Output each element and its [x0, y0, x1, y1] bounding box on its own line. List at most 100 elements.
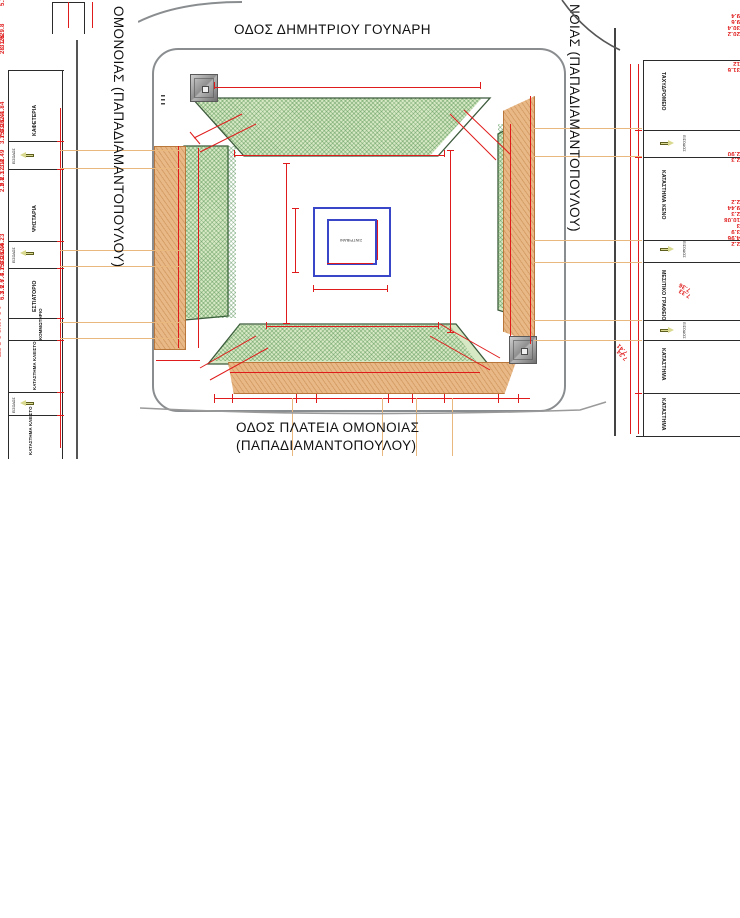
right-entrance-label-5: ΕΙΣΟΔΟΣ	[682, 322, 686, 339]
plaza-dim-right-outer-line	[450, 150, 451, 332]
left-entrance-arrow-7	[20, 400, 34, 407]
paving-bottom-dimline	[214, 398, 530, 399]
green-island-top-border	[190, 97, 492, 157]
right-unit-label-4: ΜΕΣΙΤΙΚΟ ΓΡΑΦΕΙΟ	[660, 270, 666, 321]
left-dim-tick-6	[57, 340, 64, 341]
left-building-top-wall	[8, 70, 64, 72]
right-unit-divider-6	[643, 340, 740, 341]
left-unit-divider-4	[8, 268, 62, 269]
plaza-dim-left-outer-tick-b	[283, 323, 290, 324]
corner-dims-bottom-left	[199, 335, 269, 381]
plaza-dim-left-outer-line	[286, 163, 287, 323]
right-building-bottom-wall	[636, 436, 740, 438]
right-unit-label-7: ΚΑΤΑΣΤΗΜΑ	[660, 398, 666, 431]
left-entrance-label-7: ΕΙΣΟΔΟΣ	[12, 397, 16, 413]
left-building-inner-wall	[62, 70, 64, 459]
plaza-dim-top-outer-tick-l	[214, 82, 215, 89]
right-entrance-label-3: ΕΙΣΟΔΟΣ	[682, 241, 686, 258]
street-name-bottom-line1: ΟΔΟΣ ΠΛΑΤΕΙΑ ΟΜΟΝΟΙΑΣ	[236, 420, 420, 435]
paving-bottom-tick-4	[316, 394, 317, 403]
right-unit-divider-3	[643, 240, 740, 241]
plaza-dim-bottom-inner-tick-l	[266, 322, 267, 329]
left-dim-tick-1	[57, 141, 64, 142]
projection-line-bottom-3	[416, 398, 417, 456]
street-name-left: ΟΜΟΝΟΙΑΣ (ΠΑΠΑΔΙΑΜΑΝΤΟΠΟΥΛΟΥ)	[111, 6, 126, 268]
projection-line-right-5	[534, 320, 642, 321]
projection-line-bottom-4	[452, 398, 453, 456]
right-building-top-wall	[643, 60, 740, 62]
monument-dim-left-tick-top	[292, 208, 299, 209]
left-entrance-label-1: ΕΙΣΟΔΟΣ	[12, 148, 16, 164]
projection-line-left-3	[60, 250, 180, 251]
left-unit-label-5: ΚΟΜΜΩΤΗΡΙΟ	[38, 308, 43, 340]
road-edge-top-right	[561, 0, 621, 51]
paving-strip-left	[154, 146, 186, 350]
plaza-dim-left-outer-tick-t	[283, 163, 290, 164]
right-dim-tick-1	[635, 130, 642, 131]
plaza-dim-left-island-line	[198, 148, 199, 348]
projection-line-right-6	[534, 340, 642, 341]
left-unit-label-2: ΨΗΣΤΑΡΙΑ	[32, 204, 38, 232]
plaza-dim-right-outer-tick-t	[447, 150, 454, 151]
right-building-dimline	[638, 64, 639, 434]
monument-dim-outer-tick-l	[313, 285, 314, 292]
projection-line-right-3	[534, 240, 642, 241]
projection-line-bottom-2	[382, 398, 383, 456]
right-building-inner-wall	[643, 60, 645, 436]
right-building-outer-wall	[614, 28, 616, 436]
plaza-dim-bottom-inner-tick-r	[438, 322, 439, 329]
left-building-outer-wall	[76, 40, 78, 459]
right-unit-divider-1	[643, 130, 740, 131]
monument-dim-left-tick-bot	[292, 272, 299, 273]
paving-right-dimline	[530, 96, 531, 344]
left-building-far-wall	[8, 70, 10, 459]
monument-dim-outer-line	[313, 289, 387, 290]
paving-bottom-tick-1	[214, 394, 215, 403]
right-entrance-arrow-1	[660, 140, 674, 147]
monument-dim-left-line	[295, 208, 296, 272]
right-unit-divider-5	[643, 320, 740, 321]
paving-bottom-tick-7	[444, 394, 445, 403]
plaza-dim-right-outer-tick-b	[447, 332, 454, 333]
plaza-dim-top-inner-tick-l	[234, 150, 235, 157]
left-dim-tick-4	[57, 268, 64, 269]
left-entrance-arrow-3	[20, 250, 34, 257]
left-entrance-arrow-1	[20, 152, 34, 159]
left-dim-tick-5	[57, 318, 64, 319]
lamp-post-bottom-right	[509, 336, 537, 364]
top-stub-dimline-2	[92, 2, 93, 28]
right-unit-divider-2	[643, 157, 740, 158]
left-unit-divider-1	[8, 141, 62, 142]
plaza-dim-bottom-inner-line	[266, 326, 438, 327]
green-island-top	[192, 98, 482, 156]
paving-left-dimline	[178, 146, 179, 348]
paving-strip-bottom	[228, 362, 516, 394]
right-dim-tick-7	[635, 393, 642, 394]
left-entrance-label-3: ΕΙΣΟΔΟΣ	[12, 247, 16, 263]
top-stub-wall-v2	[84, 2, 85, 34]
lamp-post-top-left	[190, 74, 218, 102]
paving-bottom-tick-8	[498, 394, 499, 403]
right-building-dimline2	[630, 64, 631, 434]
left-building-dimline	[60, 108, 61, 448]
left-unit-label-6: ΚΑΤΑΣΤΗΜΑ ΚΛΕΙΣΤΟ	[32, 341, 37, 390]
projection-line-right-4	[534, 262, 642, 263]
right-unit-label-0: ΤΑΧΥΔΡΟΜΕΙΟ	[660, 72, 666, 111]
projection-line-right-2	[534, 156, 642, 157]
monument-dim-right-line	[377, 220, 378, 260]
top-stub-dimline	[68, 2, 69, 28]
projection-line-left-4	[60, 266, 180, 267]
left-unit-divider-5	[8, 318, 62, 319]
plaza-kerb-outline	[152, 48, 566, 412]
corner-dims-top-right	[449, 109, 511, 161]
road-edge-bottom	[140, 401, 607, 415]
street-name-bottom-line2: (ΠΑΠΑΔΙΑΜΑΝΤΟΠΟΥΛΟΥ)	[236, 438, 417, 453]
kerb-marker-dots	[161, 95, 165, 105]
right-entrance-arrow-5	[660, 327, 674, 334]
paving-bottom-tick-2	[232, 394, 233, 403]
monument-inner-frame	[327, 219, 377, 265]
projection-line-left-2	[60, 168, 180, 169]
right-entrance-arrow-3	[660, 246, 674, 253]
left-unit-label-0: ΚΑΦΕΤΕΡΙΑ	[32, 104, 38, 136]
monument-dim-mid-line	[327, 263, 373, 264]
